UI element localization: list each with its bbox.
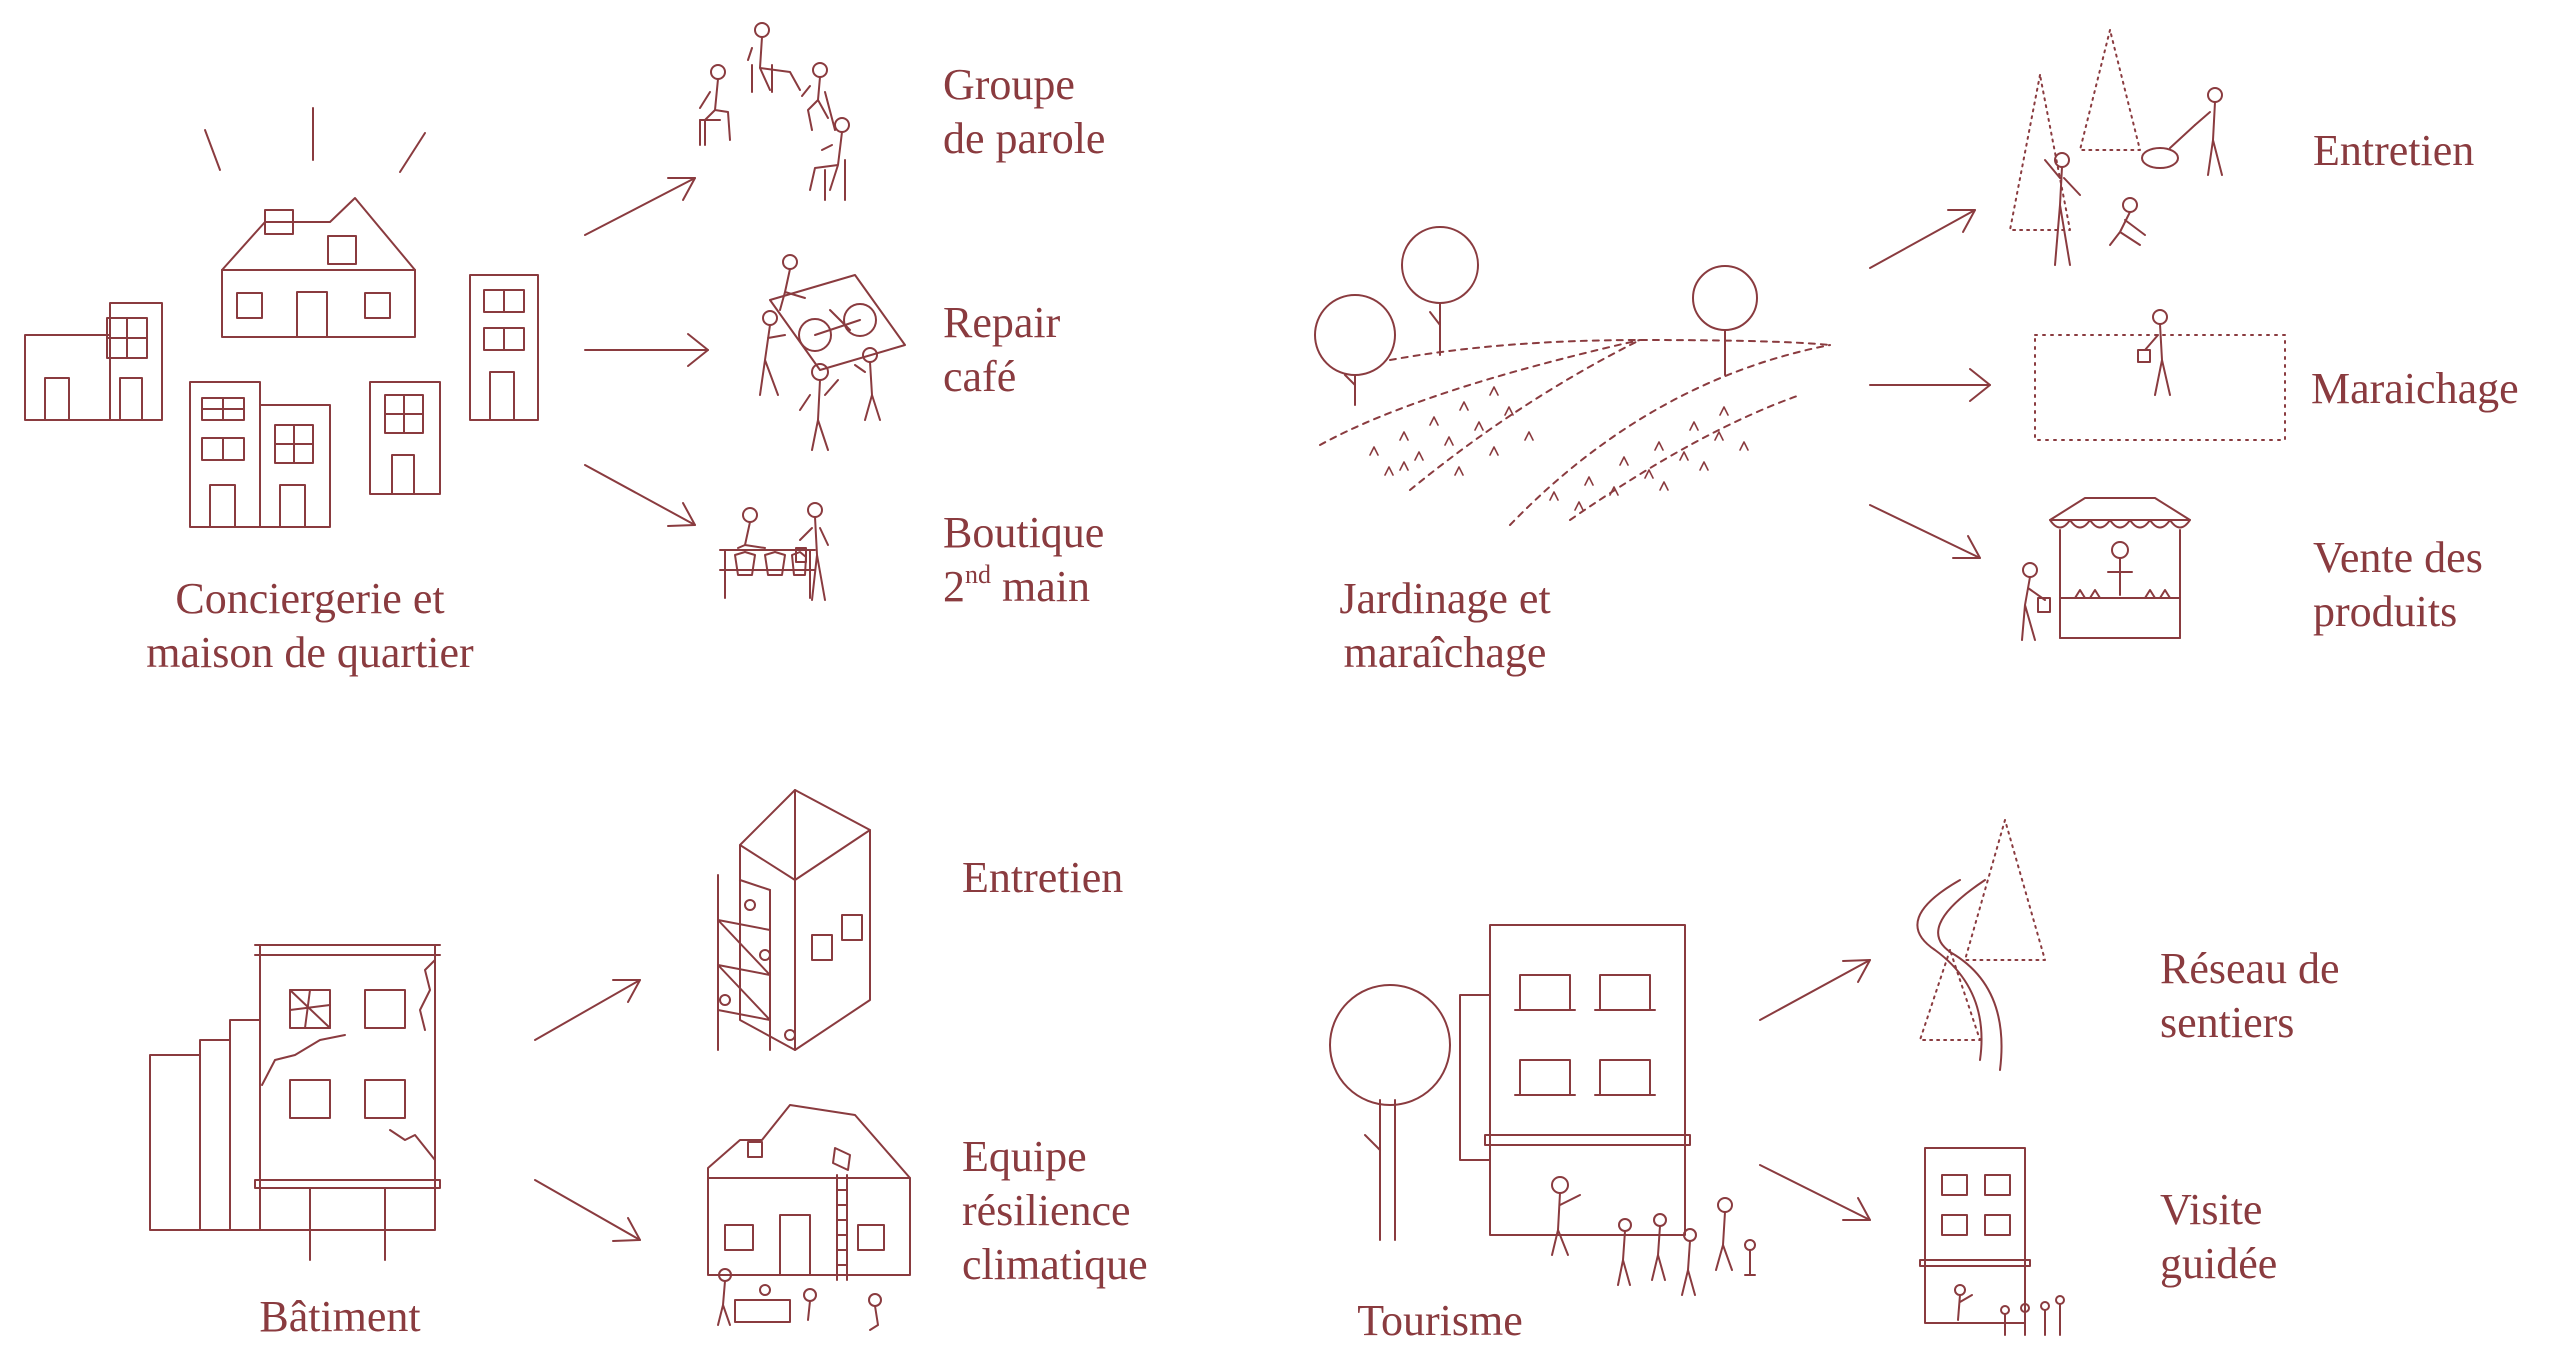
arrows-conciergerie [584,177,709,527]
section-title-tourisme: Tourisme [1315,1294,1565,1348]
item-label-line: résilience [962,1186,1131,1235]
section-title-jardinage: Jardinage et maraîchage [1280,572,1610,680]
ordinal-suffix: nd [965,560,991,589]
item-label-line: sentiers [2160,998,2295,1047]
section-title-line: maison de quartier [146,628,474,677]
item-label-maraichage: Maraichage [2311,362,2519,416]
section-title-line: Jardinage et [1339,574,1551,623]
item-label-line: produits [2313,587,2458,636]
item-label-line: guidée [2160,1239,2278,1288]
ordinal-number: 2 [943,562,965,611]
climate-resilience-team-illustration [707,1104,911,1331]
item-label-line: de parole [943,114,1106,163]
section-title-line: maraîchage [1343,628,1547,677]
arrows-jardinage [1869,209,1991,559]
damaged-building-illustration [149,944,441,1261]
item-label-rest: main [991,562,1090,611]
conciergerie-buildings-illustration [24,107,539,528]
item-label-line: Entretien [962,853,1124,902]
item-label-line: Vente des [2313,533,2483,582]
item-label-visite-guidee: Visite guidée [2160,1183,2277,1291]
item-label-line: Boutique [943,508,1105,557]
item-label-line: Maraichage [2311,364,2519,413]
item-label-equipe-resilience: Equipe résilience climatique [962,1130,1148,1292]
item-label-vente-des-produits: Vente des produits [2313,531,2483,639]
section-title-conciergerie: Conciergerie et maison de quartier [100,572,520,680]
arrows-batiment [534,979,641,1242]
section-title-batiment: Bâtiment [200,1290,480,1344]
item-label-line: Repair [943,298,1061,347]
item-label-reseau-de-sentiers: Réseau de sentiers [2160,942,2340,1050]
section-title-line: Tourisme [1357,1296,1523,1345]
garden-maintenance-illustration [2009,29,2223,266]
item-label-line: Equipe [962,1132,1087,1181]
arrows-tourisme [1759,959,1871,1221]
item-label-repair-cafe: Repair café [943,296,1060,404]
item-label-entretien-batiment: Entretien [962,851,1123,905]
building-maintenance-illustration [717,789,871,1051]
tourism-building-illustration [1329,924,1756,1296]
item-label-line: Réseau de [2160,944,2340,993]
item-label-entretien-jardin: Entretien [2313,124,2474,178]
discussion-group-illustration [699,22,850,201]
item-label-line: café [943,352,1017,401]
guided-visit-illustration [1919,1147,2065,1336]
item-label-line: climatique [962,1240,1148,1289]
item-label-line: Groupe [943,60,1075,109]
item-label-groupe-de-parole: Groupe de parole [943,58,1105,166]
second-hand-shop-illustration [719,502,829,601]
item-label-boutique: Boutique 2nd main [943,506,1104,614]
item-label-line: Visite [2160,1185,2263,1234]
garden-fields-illustration [1314,226,1831,526]
item-label-line: Entretien [2313,126,2475,175]
section-title-line: Bâtiment [259,1292,421,1341]
produce-stall-illustration [2021,497,2191,641]
trail-network-illustration [1916,819,2046,1071]
section-title-line: Conciergerie et [175,574,445,623]
item-label-line: 2nd main [943,560,1104,614]
repair-cafe-illustration [759,254,906,451]
market-gardening-illustration [2034,309,2286,441]
